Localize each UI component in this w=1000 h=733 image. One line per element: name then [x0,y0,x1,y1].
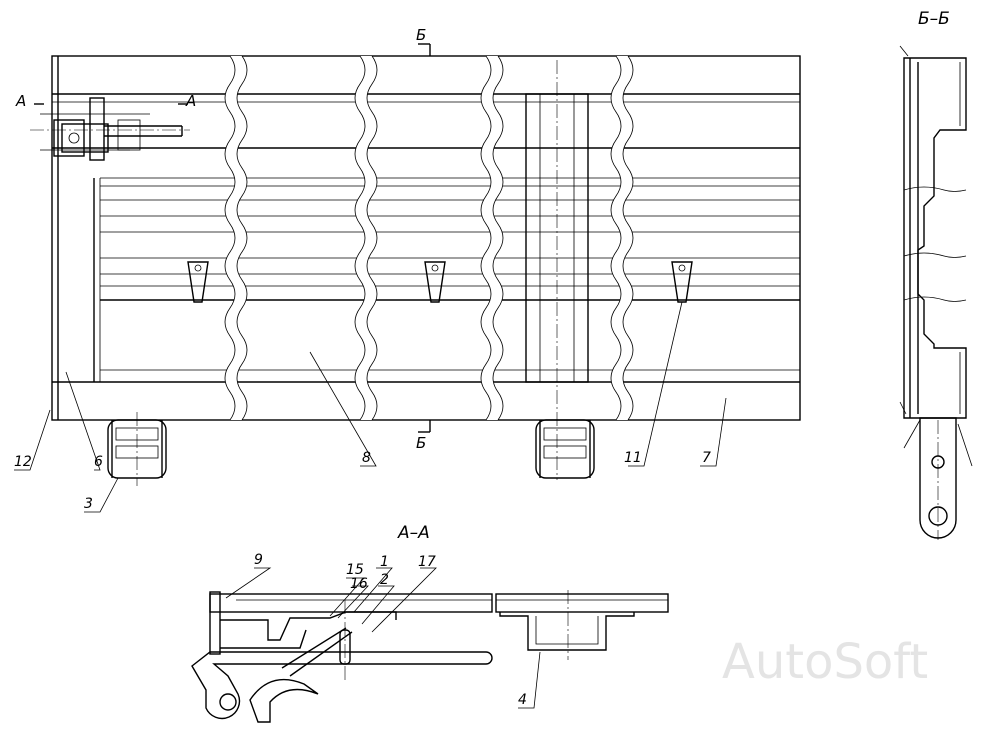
callout-3: 3 [84,496,93,512]
callout-12: 12 [14,454,32,470]
section-b-bottom-label: Б [416,434,426,452]
latch-mechanism [30,97,190,161]
callout-15: 15 [346,562,364,578]
callout-16: 16 [350,576,368,592]
callout-7: 7 [702,450,711,466]
section-a-view: А–А [191,523,669,723]
hinge-brackets [107,412,595,486]
callout-6: 6 [94,454,103,470]
break-lines [224,55,634,421]
section-a-title: А–А [397,523,430,543]
callout-2: 2 [380,572,389,588]
callout-1: 1 [380,554,389,570]
section-b-title: Б–Б [918,9,950,29]
center-post [525,60,589,480]
callout-9: 9 [254,552,263,568]
panel-outline [51,55,801,421]
callout-17: 17 [418,554,436,570]
section-b-view: Б–Б [899,9,973,540]
clips [187,261,693,303]
front-view: Б Б A A 12 6 3 8 11 7 [14,26,801,513]
callout-4: 4 [518,692,527,708]
section-markers: Б Б A A [15,26,431,452]
callout-8: 8 [362,450,371,466]
watermark: AutoSoft [722,634,928,690]
callout-11: 11 [624,450,642,466]
section-a-right-label: A [185,92,196,110]
section-b-top-label: Б [416,26,426,44]
callout-leaders [14,301,727,513]
section-a-left-label: A [15,92,26,110]
